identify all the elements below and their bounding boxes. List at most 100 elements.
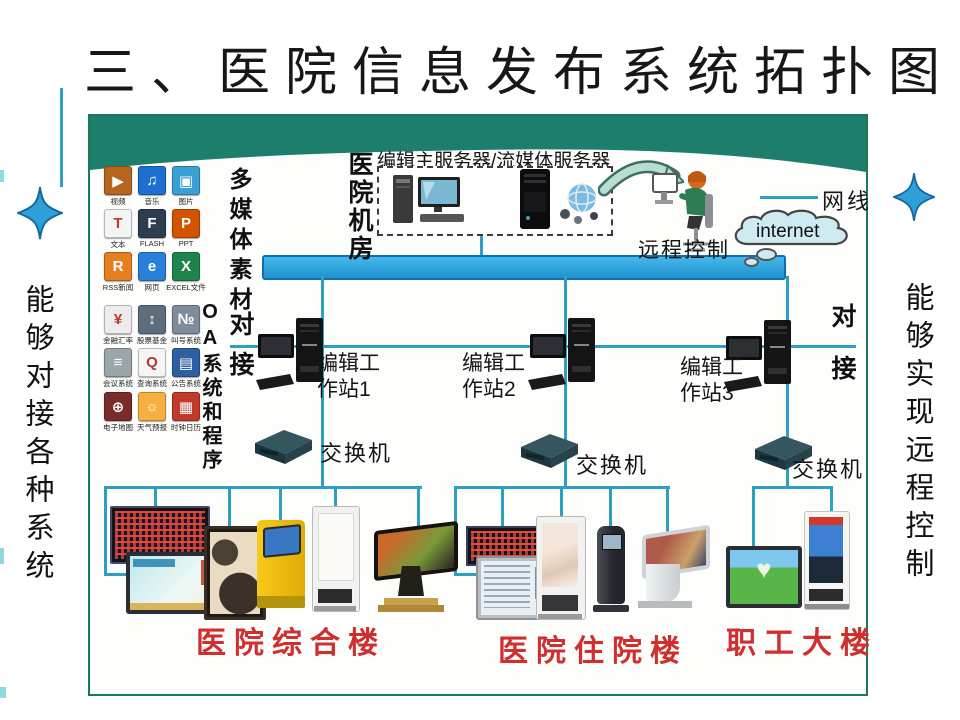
touch-table-kiosk bbox=[370, 520, 458, 612]
oa-item-weather: ☼ 天气预报 bbox=[136, 392, 168, 433]
dock-label-right: 对接 bbox=[828, 303, 856, 407]
text-icon: T bbox=[104, 209, 132, 238]
media-item-music: ♫ 音乐 bbox=[136, 166, 168, 207]
switch-label-3: 交换机 bbox=[792, 457, 865, 482]
finance-icon: ¥ bbox=[104, 305, 132, 334]
oa-item-queue: № 叫号系统 bbox=[170, 305, 202, 346]
page-title: 三、医院信息发布系统拓扑图 bbox=[84, 45, 956, 102]
column-line-2 bbox=[564, 276, 567, 488]
drop bbox=[752, 488, 755, 548]
webpage-icon: e bbox=[138, 252, 166, 281]
title-left-rule bbox=[60, 88, 63, 187]
drop bbox=[609, 488, 612, 528]
drop bbox=[417, 488, 420, 528]
oa-item-query: Q 查询系统 bbox=[136, 348, 168, 389]
oa-item-map: ⊕ 电子地图 bbox=[102, 392, 134, 433]
picture-icon: ▣ bbox=[172, 166, 200, 195]
flash-icon: F bbox=[138, 209, 166, 238]
oa-group-label: OA系统和程序 bbox=[199, 301, 221, 473]
drop bbox=[560, 488, 563, 518]
stock-icon: ↕ bbox=[138, 305, 166, 334]
drop bbox=[334, 488, 337, 508]
media-item-excel: X EXCEL文件 bbox=[166, 252, 206, 293]
drop bbox=[279, 488, 282, 522]
workstation-label-3: 编辑工作站3 bbox=[680, 356, 743, 406]
remote-control-label: 远程控制 bbox=[638, 239, 730, 262]
media-item-rss: R RSS新闻 bbox=[102, 252, 134, 293]
media-server-icon bbox=[520, 169, 550, 229]
building-label-3: 职工大楼 bbox=[726, 627, 878, 660]
cloud-bubble bbox=[756, 248, 777, 261]
oa-item-meeting: ≡ 会议系统 bbox=[102, 348, 134, 389]
notice-icon: ▤ bbox=[172, 348, 200, 377]
edge-artifact bbox=[0, 687, 6, 698]
switch-icon bbox=[521, 434, 578, 468]
media-item-text: T 文本 bbox=[102, 209, 134, 250]
queue-kiosk bbox=[593, 526, 629, 612]
music-icon: ♫ bbox=[138, 166, 166, 195]
switch-label-1: 交换机 bbox=[320, 441, 393, 466]
drop bbox=[666, 488, 669, 532]
floor-standing-signage bbox=[312, 506, 360, 612]
cable-legend-line bbox=[760, 196, 818, 199]
oa-item-clock: ▦ 时钟日历 bbox=[170, 392, 202, 433]
video-icon: ▶ bbox=[104, 166, 132, 195]
side-note-left: 能够对接各种系统 bbox=[21, 284, 53, 588]
workstation-icon bbox=[724, 320, 791, 392]
dock-label-left: 对接 bbox=[226, 311, 254, 391]
edge-artifact bbox=[0, 170, 4, 182]
weather-icon: ☼ bbox=[138, 392, 166, 421]
internet-label: internet bbox=[756, 221, 820, 242]
star-icon bbox=[893, 173, 935, 221]
map-icon: ⊕ bbox=[104, 392, 132, 421]
edge-artifact bbox=[0, 548, 4, 564]
lcd-wall-screen bbox=[726, 546, 802, 608]
clock-icon: ▦ bbox=[172, 392, 200, 421]
distribution-bar-3 bbox=[752, 486, 833, 489]
workstation-icon bbox=[256, 318, 323, 390]
distribution-bar-1 bbox=[104, 486, 422, 489]
workstation-label-2: 编辑工作站2 bbox=[462, 352, 525, 402]
floor-standing-signage bbox=[536, 516, 586, 620]
network-globe-icon bbox=[560, 183, 598, 224]
media-item-web: e 网页 bbox=[136, 252, 168, 293]
meeting-icon: ≡ bbox=[104, 348, 132, 377]
drop bbox=[228, 488, 231, 528]
excel-icon: X bbox=[172, 252, 200, 281]
ppt-icon: P bbox=[172, 209, 200, 238]
cloud-bubble bbox=[744, 257, 759, 267]
star-icon bbox=[17, 186, 63, 240]
drop bbox=[104, 486, 107, 576]
switch-label-2: 交换机 bbox=[576, 453, 649, 478]
switch-icon bbox=[755, 436, 812, 470]
media-item-flash: F FLASH bbox=[136, 209, 168, 248]
media-group-label: 多媒体素材 bbox=[226, 167, 252, 317]
heart-graphic bbox=[730, 556, 798, 582]
drop bbox=[454, 573, 478, 576]
workstation-label-1: 编辑工作站1 bbox=[317, 352, 380, 402]
query-icon: Q bbox=[138, 348, 166, 377]
workstation-icon bbox=[528, 318, 595, 390]
oa-item-stock: ↕ 股票基金 bbox=[136, 305, 168, 346]
drop bbox=[501, 488, 504, 528]
room-label: 医院机房 bbox=[345, 151, 373, 263]
media-item-picture: ▣ 图片 bbox=[170, 166, 202, 207]
cable-legend-label: 网线 bbox=[822, 189, 873, 214]
server-bus-link bbox=[480, 230, 483, 257]
yellow-screen-kiosk bbox=[257, 520, 305, 608]
floor-standing-signage bbox=[804, 511, 850, 610]
building-label-2: 医院住院楼 bbox=[498, 635, 688, 668]
column-line-1 bbox=[321, 276, 324, 488]
drop bbox=[154, 488, 157, 508]
distribution-bar-2 bbox=[454, 486, 670, 489]
backbone-bus bbox=[262, 255, 786, 280]
rss-icon: R bbox=[104, 252, 132, 281]
drop bbox=[104, 573, 132, 576]
tilted-touch-kiosk bbox=[632, 524, 710, 608]
oa-item-finance: ¥ 金融汇率 bbox=[102, 305, 134, 346]
queue-icon: № bbox=[172, 305, 200, 334]
internet-cloud-icon bbox=[734, 209, 848, 246]
media-item-ppt: P PPT bbox=[170, 209, 202, 248]
edit-server-pc-icon bbox=[393, 175, 464, 223]
